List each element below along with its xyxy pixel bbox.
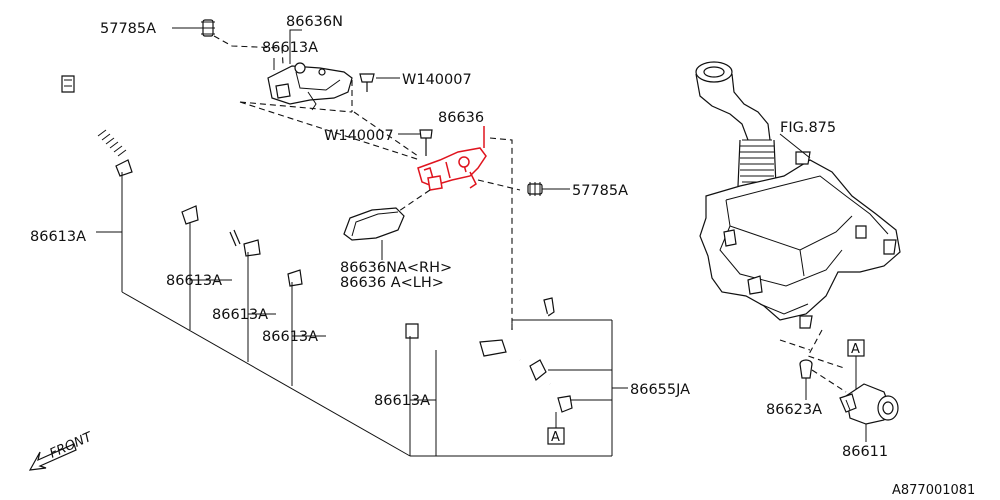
nozzle-cover (343, 207, 405, 241)
hose-group-bracket (96, 172, 612, 457)
hose-joint-bracket (511, 319, 628, 456)
drawing-number: A877001081 (892, 483, 975, 498)
washer-hose-long (61, 75, 522, 363)
label-grommet: 86623A (766, 402, 822, 418)
label-clip-mid: W140007 (324, 128, 394, 144)
label-bolt-mid: 57785A (572, 183, 628, 199)
washer-reservoir (695, 61, 901, 369)
label-pump: 86611 (842, 444, 888, 460)
washer-pump (839, 383, 899, 425)
washer-nozzle-top (267, 62, 353, 111)
hose-joint (529, 297, 573, 413)
label-hose-4: 86613A (262, 329, 318, 345)
label-hose-top: 86613A (262, 40, 318, 56)
label-nozzle-red: 86636 (438, 110, 484, 126)
marker-a-bottom (547, 427, 565, 445)
nozzle-top-assembly (172, 19, 400, 113)
bolt-mid-icon (527, 182, 543, 196)
label-hose-3: 86613A (212, 307, 268, 323)
label-front: FRONT (48, 429, 96, 461)
grommet-icon (799, 359, 813, 379)
front-arrow-icon (28, 443, 77, 471)
label-bolt-top: 57785A (100, 21, 156, 37)
label-fig-ref: FIG.875 (780, 120, 836, 136)
marker-a-bottom-text: A (551, 430, 560, 445)
label-hose-2: 86613A (166, 273, 222, 289)
nozzle-highlighted (417, 126, 487, 191)
label-cover-rh: 86636NA<RH> (340, 260, 452, 276)
bolt-top-icon (201, 19, 215, 37)
label-clip-top: W140007 (402, 72, 472, 88)
label-hose-bottom: 86613A (374, 393, 430, 409)
label-nozzle-top: 86636N (286, 14, 343, 30)
clip-mid-icon (419, 129, 433, 156)
label-hose-joint: 86655JA (630, 382, 690, 398)
marker-a-right-text: A (851, 342, 860, 357)
clip-top-icon (359, 73, 375, 92)
label-cover-lh: 86636 A<LH> (340, 275, 444, 291)
label-hose-left: 86613A (30, 229, 86, 245)
